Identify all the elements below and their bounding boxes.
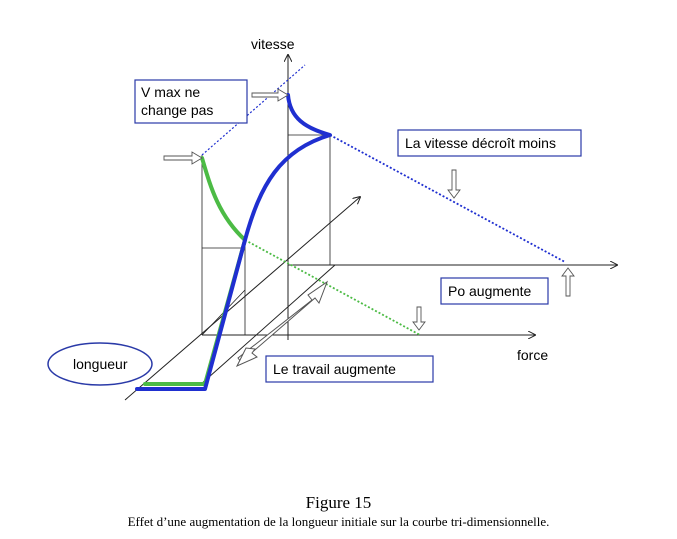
arrow-down-icon — [447, 169, 461, 199]
work-increase-label: Le travail augmente — [273, 361, 396, 377]
po-increase-label: Po augmente — [448, 283, 531, 299]
vmax-label-line-1: V max ne — [141, 84, 200, 100]
po-increase-box — [440, 277, 549, 305]
arrow-down-icon — [412, 306, 426, 331]
speed-axis-label: vitesse — [251, 36, 295, 52]
speed-decrease-box — [397, 129, 582, 157]
figure-title: Figure 15 — [305, 493, 372, 512]
figure-caption: Effet d’une augmentation de la longueur … — [127, 514, 550, 529]
three-dimensional-curve-diagram: vitesse force V max ne change pas La vit… — [47, 36, 677, 401]
speed-decrease-label: La vitesse décroît moins — [405, 135, 556, 151]
length-ellipse — [47, 342, 153, 386]
green-dotted-line — [244, 239, 421, 336]
vmax-dotted-line — [201, 64, 306, 156]
arrow-up-icon — [561, 267, 575, 297]
force-axis-label: force — [517, 347, 548, 363]
vmax-box — [134, 79, 248, 124]
arrow-right-icon — [163, 151, 203, 165]
secondary-oblique-axis — [199, 264, 336, 386]
arrow-right-icon — [251, 88, 289, 102]
vmax-label-line-2: change pas — [141, 102, 213, 118]
double-arrow-icon — [235, 280, 329, 368]
green-curve — [143, 156, 247, 386]
work-increase-box — [265, 355, 434, 383]
length-axis — [124, 197, 360, 401]
projection-lines — [201, 134, 331, 336]
length-label: longueur — [73, 356, 128, 372]
blue-dotted-line — [329, 134, 566, 263]
blue-curve — [135, 93, 332, 391]
